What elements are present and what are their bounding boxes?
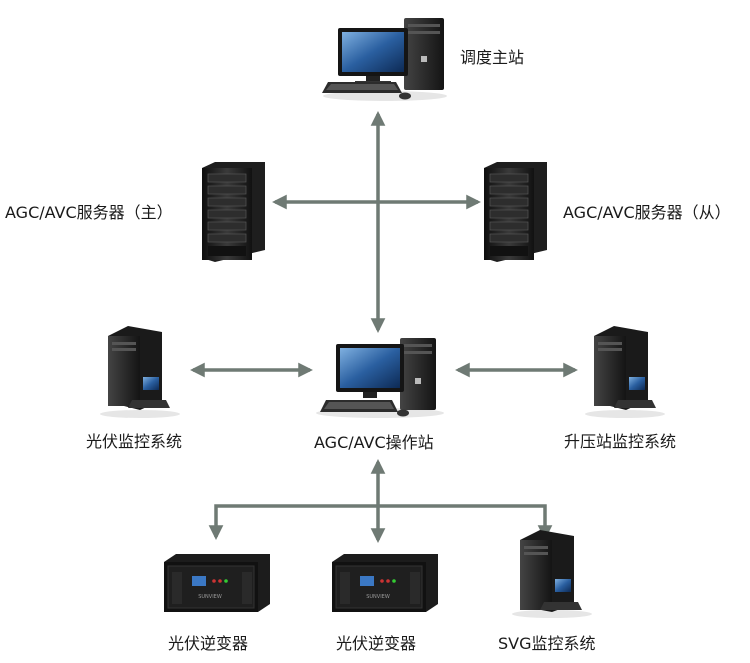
label-booster-monitor: 升压站监控系统 [564,432,677,451]
label-server-main: AGC/AVC服务器（主） [5,203,173,222]
label-server-backup: AGC/AVC服务器（从） [563,203,731,222]
arrow-svg-monitor [378,504,553,540]
operator-workstation-icon [316,338,444,418]
label-pv-monitor: 光伏监控系统 [86,432,183,451]
booster-monitor-computer-icon [585,326,665,418]
label-dispatch-station: 调度主站 [460,48,525,67]
label-inverter-2: 光伏逆变器 [336,634,417,653]
svg-monitor-computer-icon [512,530,592,618]
inverter-1-icon: SUNVIEW [164,554,270,612]
inverter-1-brand: SUNVIEW [198,594,222,600]
server-backup-icon [484,162,547,262]
label-svg-monitor: SVG监控系统 [498,634,596,653]
label-inverter-1: 光伏逆变器 [168,634,249,653]
arrow-inverter-1 [208,504,378,540]
pv-monitor-computer-icon [100,326,180,418]
dispatch-workstation-icon [322,18,447,101]
connections [190,111,578,543]
server-main-icon [202,162,265,262]
label-operator-station: AGC/AVC操作站 [314,433,434,452]
inverter-2-icon: SUNVIEW [332,554,438,612]
inverter-2-brand: SUNVIEW [366,594,390,600]
